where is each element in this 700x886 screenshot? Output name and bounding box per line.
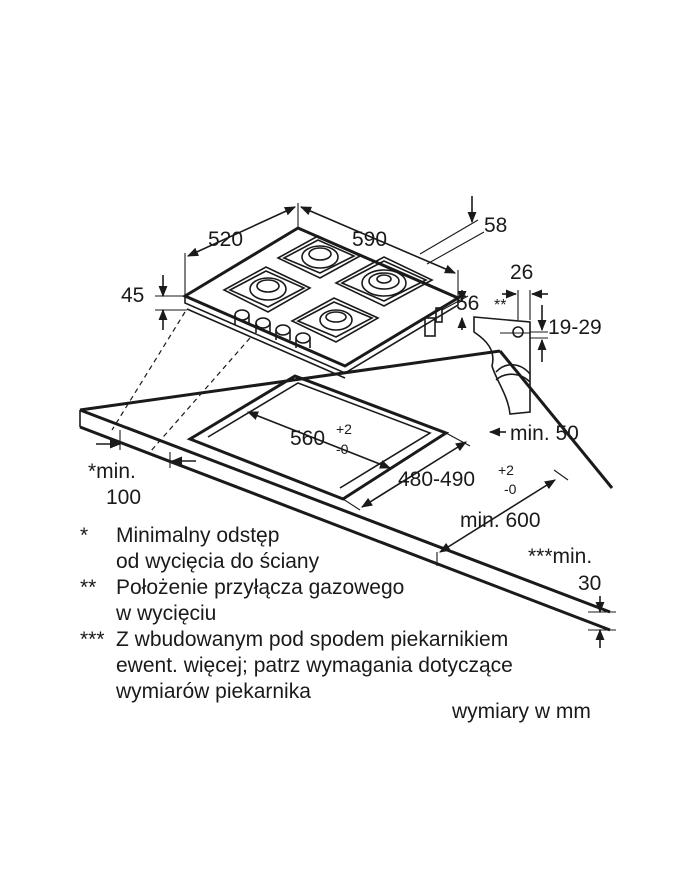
dim-480-490-label: 480-490 <box>398 468 475 491</box>
footnote-line: wymiarów piekarnika <box>116 680 311 703</box>
units-note: wymiary w mm <box>452 700 591 723</box>
dim-520-label: 520 <box>208 228 243 251</box>
dim-560-label: 560 <box>290 427 325 450</box>
footnotes: * Minimalny odstęp od wycięcia do ściany… <box>80 523 640 705</box>
footnote-line: ewent. więcej; patrz wymagania dotyczące <box>116 654 513 677</box>
dim-58-label: 58 <box>484 214 507 237</box>
footnote-1: * Minimalny odstęp od wycięcia do ściany <box>80 523 640 575</box>
gas-connector-stub <box>424 307 443 337</box>
dim-45-line <box>155 275 187 330</box>
dim-480-490-line <box>342 432 471 511</box>
footnote-line: Położenie przyłącza gazowego <box>116 576 405 599</box>
dim-520-line <box>184 203 299 296</box>
dim-min-30-line <box>588 596 616 648</box>
footnote-line: od wycięcia do ściany <box>116 550 320 573</box>
dim-19-29-label: 19-29 <box>548 316 602 339</box>
footnote-marker: ** <box>80 576 97 599</box>
footnote-2: ** Położenie przyłącza gazowego w wycięc… <box>80 575 640 627</box>
footnote-marker: *** <box>80 628 105 651</box>
footnote-3: *** Z wbudowanym pod spodem piekarnikiem… <box>80 627 640 705</box>
dim-58-line <box>419 196 485 265</box>
dim-45-label: 45 <box>121 284 144 307</box>
dim-56-line <box>441 290 469 330</box>
dim-min-600-label: min. 600 <box>460 509 541 532</box>
connector-section <box>473 289 548 415</box>
dim-56-label: 56 <box>456 292 479 315</box>
dim-min-100-value: 100 <box>106 486 141 509</box>
dim-min-600-line <box>436 469 569 566</box>
dim-480-490-plus-label: +2 <box>498 462 514 478</box>
dim-560-minus-label: -0 <box>336 441 349 457</box>
footnote-line: w wycięciu <box>116 602 217 625</box>
dim-560-plus-label: +2 <box>336 421 352 437</box>
dim-min-100-prefix: *min. <box>88 460 136 483</box>
footnote-marker: * <box>80 524 89 547</box>
dim-min-30-prefix: ***min. <box>528 545 592 568</box>
footnote-line: Minimalny odstęp <box>116 524 280 547</box>
connector-marker-label: ** <box>494 297 506 314</box>
dim-590-line <box>299 206 459 298</box>
footnote-line: Z wbudowanym pod spodem piekarnikiem <box>116 628 509 651</box>
projection-lines <box>111 311 251 453</box>
dim-480-490-minus-label: -0 <box>504 481 517 497</box>
dim-min-100-line <box>96 430 196 468</box>
dim-590-label: 590 <box>352 228 387 251</box>
dim-min-30-value: 30 <box>578 572 601 595</box>
control-knobs <box>234 309 311 348</box>
burner-front-left <box>222 266 312 313</box>
dim-min-50-label: min. 50 <box>510 422 579 445</box>
burner-rear-left <box>276 235 362 279</box>
dim-26-label: 26 <box>510 261 533 284</box>
burner-front-right <box>290 297 380 343</box>
